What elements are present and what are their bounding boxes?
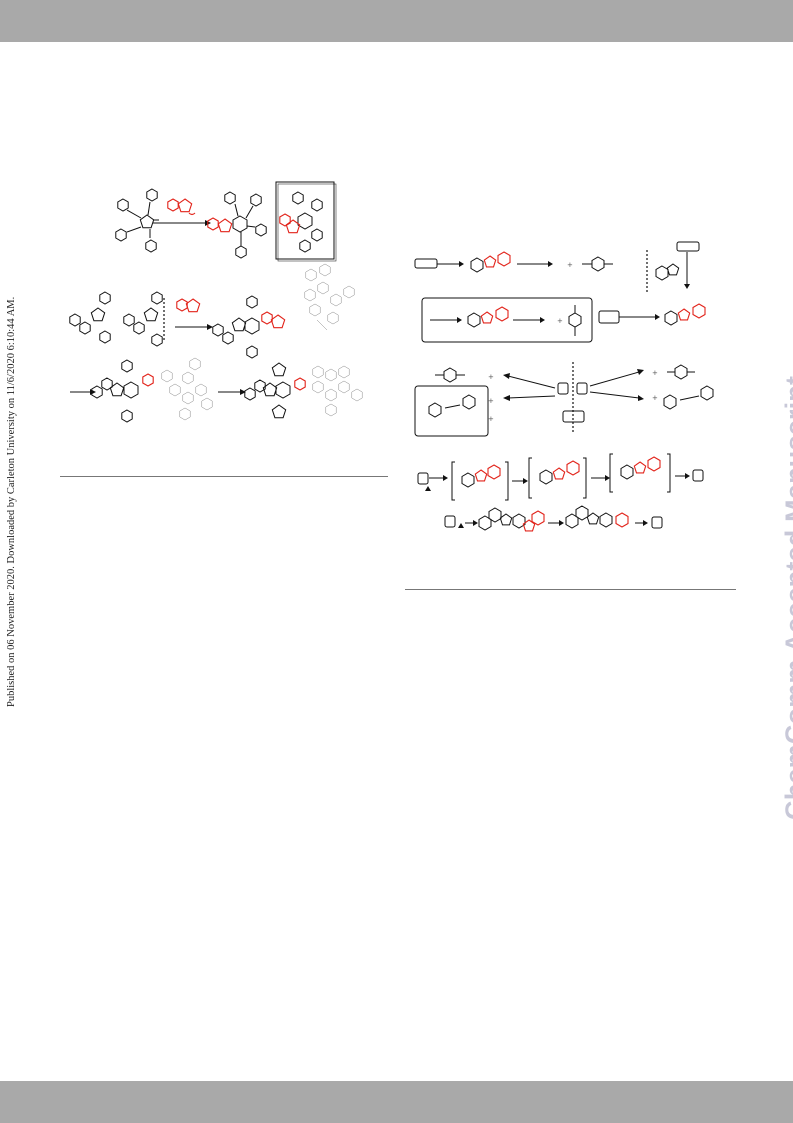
indole-reagent-2 xyxy=(176,298,201,313)
svg-text:+: + xyxy=(652,369,658,377)
left-scheme-figure xyxy=(69,181,363,423)
reagent-box-f xyxy=(562,410,585,423)
fluoranthene-product-e xyxy=(565,505,613,529)
svg-text:+: + xyxy=(652,394,658,402)
fluoranthene-intermediate xyxy=(478,507,526,531)
svg-text:+: + xyxy=(488,415,494,423)
indole-reagent xyxy=(167,198,196,216)
svg-text:+: + xyxy=(488,373,494,381)
reagent-box-b xyxy=(676,241,700,252)
right-column-rule xyxy=(405,589,736,590)
reagent-box-j xyxy=(651,516,663,529)
reagent-box-h xyxy=(692,469,704,482)
crystal-structure-2 xyxy=(161,357,213,421)
annulated-product xyxy=(224,191,267,259)
intermediate-a xyxy=(470,257,484,273)
indole-reagent-b xyxy=(655,263,680,281)
accepted-manuscript-watermark: ChemComm Accepted Manuscript xyxy=(780,375,793,820)
crystal-structure-1 xyxy=(304,263,355,331)
top-header-band xyxy=(0,0,793,42)
left-column-rule xyxy=(60,476,388,477)
svg-text:+: + xyxy=(488,397,494,405)
tetraaryl-cyclopentadiene xyxy=(115,188,159,253)
acenaphtho-substrate-right xyxy=(123,291,163,347)
fused-product-row2 xyxy=(212,295,260,359)
svg-text:+: + xyxy=(567,261,573,269)
right-scheme-figure: + + + + + + + xyxy=(414,241,714,532)
product-b xyxy=(664,310,678,326)
reagent-box-g xyxy=(417,472,429,485)
thienyl-product xyxy=(244,362,291,419)
fluoranthene-product xyxy=(91,359,139,423)
reagent-box-a xyxy=(414,258,438,269)
reagent-box-c xyxy=(598,310,620,324)
acenaphtho-substrate-left xyxy=(69,291,111,344)
highlight-box xyxy=(277,183,337,262)
reagent-box-d xyxy=(557,382,569,395)
bottom-footer-band xyxy=(0,1081,793,1123)
svg-text:+: + xyxy=(557,317,563,325)
boxed-radical-products xyxy=(414,385,489,437)
crystal-structure-3 xyxy=(312,365,363,417)
reagent-box-e xyxy=(576,382,588,395)
reagent-box-i xyxy=(444,515,456,528)
boxed-pathway xyxy=(421,297,593,343)
download-note: Published on 06 November 2020. Downloade… xyxy=(6,296,17,707)
boxed-product xyxy=(292,191,323,253)
tolyl-fragment-a xyxy=(582,256,613,272)
